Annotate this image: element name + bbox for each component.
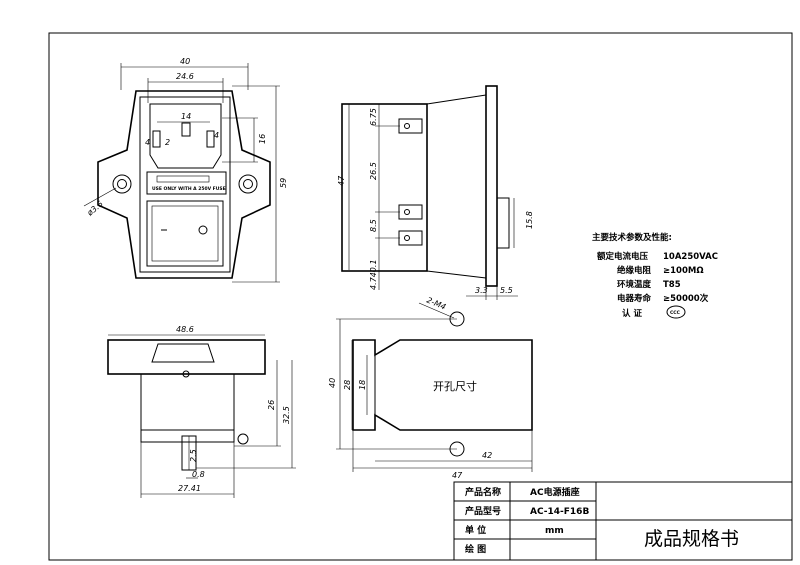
tb-value-0: AC电源插座 xyxy=(530,486,580,498)
dim-front-pin-w: 4 xyxy=(145,138,150,147)
dim-bottom-pin: 2.5 xyxy=(189,449,198,462)
dim-cutout-a: 28 xyxy=(343,380,352,390)
dim-side-mid: 26.5 xyxy=(369,162,378,180)
dim-bottom-h2: 32.5 xyxy=(282,406,291,424)
ccc-mark-icon xyxy=(666,305,686,319)
front-outline xyxy=(97,90,271,279)
spec-label-3: 电器寿命 xyxy=(617,293,652,304)
pin-right xyxy=(206,130,215,148)
mount-hole-right-inner xyxy=(243,179,253,189)
dim-bottom-pin-t: 0.8 xyxy=(192,470,205,479)
dim-cutout-w: 47 xyxy=(452,471,463,480)
dim-side-b: 5.5 xyxy=(500,286,513,295)
fuse-holder xyxy=(146,171,227,195)
dim-cutout-c: 42 xyxy=(482,451,492,460)
mount-hole-right xyxy=(238,174,258,194)
dim-front-hole: ø3.6 xyxy=(85,199,105,218)
dim-bottom-width: 48.6 xyxy=(176,325,194,334)
terminal-low xyxy=(398,230,423,246)
spec-label-0: 额定电流电压 xyxy=(597,251,649,262)
bottom-rocker xyxy=(151,343,215,363)
tb-value-1: AC-14-F16B xyxy=(530,507,589,517)
front-inner xyxy=(139,96,231,273)
tb-label-2: 单 位 xyxy=(465,524,486,536)
title-block: 产品名称 AC电源插座 产品型号 AC-14-F16B 单 位 mm 绘 图 成… xyxy=(453,481,793,561)
tb-label-0: 产品名称 xyxy=(465,486,501,498)
tb-label-3: 绘 图 xyxy=(465,543,486,555)
spec-value-3: ≥50000次 xyxy=(663,293,709,304)
pin-top xyxy=(181,122,191,137)
dim-front-inner: 24.6 xyxy=(176,72,194,81)
spec-value-1: ≥100MΩ xyxy=(663,266,704,276)
pin-left xyxy=(152,130,161,148)
dim-cutout-hole: 2-M4 xyxy=(425,296,447,312)
fuse-label: USE ONLY WITH A 250V FUSE xyxy=(152,186,226,192)
bottom-body xyxy=(140,373,235,431)
spec-value-2: T85 xyxy=(663,280,681,290)
bottom-view: 48.6 26 32.5 2.5 0.8 27.41 xyxy=(107,325,296,498)
spec-label-2: 环境温度 xyxy=(617,279,652,290)
switch-inner xyxy=(151,205,219,262)
side-flange xyxy=(485,85,498,287)
spec-list: 主要技术参数及性能: 额定电流电压 10A250VAC 绝缘电阻 ≥100MΩ … xyxy=(592,232,718,319)
dim-front-socket: 16 xyxy=(258,134,267,144)
bottom-plate xyxy=(107,339,266,375)
fuse-slot xyxy=(156,175,210,183)
tb-title: 成品规格书 xyxy=(644,528,739,550)
switch-mark-off xyxy=(198,225,208,235)
mount-hole-left-inner xyxy=(117,179,127,189)
dim-cutout-h: 40 xyxy=(328,378,337,388)
dim-side-bot: 4.740.1 xyxy=(369,259,378,290)
front-view: USE ONLY WITH A 250V FUSE 40 24.6 14 59 … xyxy=(83,57,288,283)
dim-bottom-h1: 26 xyxy=(267,400,276,410)
spec-label-4: 认 证 xyxy=(622,308,642,319)
dim-front-pins: 14 xyxy=(181,112,191,121)
socket-outline xyxy=(149,103,222,169)
spec-heading: 主要技术参数及性能: xyxy=(592,232,672,243)
dim-front-pin-h: 2 xyxy=(165,138,170,147)
dim-cutout-b: 18 xyxy=(358,380,367,390)
sheet-border xyxy=(48,32,793,561)
switch-outer xyxy=(146,200,224,267)
spec-value-0: 10A250VAC xyxy=(663,252,718,262)
dim-front-pin-w-right: 4 xyxy=(214,131,219,140)
dim-front-width: 40 xyxy=(180,57,190,66)
spec-label-1: 绝缘电阻 xyxy=(617,265,652,276)
side-view: 47 6.75 26.5 8.5 4.740.1 15.8 3.3 5.5 xyxy=(337,85,534,300)
dim-side-a: 3.3 xyxy=(475,286,488,295)
terminal-top xyxy=(398,118,423,134)
cutout-view: 开孔尺寸 2-M4 40 28 18 42 47 xyxy=(328,296,533,480)
terminal-mid xyxy=(398,204,423,220)
side-switch-body xyxy=(496,197,510,249)
dim-bottom-base: 27.41 xyxy=(178,484,201,493)
dim-side-body: 15.8 xyxy=(525,211,534,229)
bottom-base xyxy=(140,429,235,443)
cutout-label: 开孔尺寸 xyxy=(433,379,477,393)
dim-side-low: 8.5 xyxy=(369,219,378,232)
dim-side-total: 47 xyxy=(337,175,346,186)
dim-front-height: 59 xyxy=(279,178,288,188)
side-body xyxy=(341,103,428,272)
spec-value-4: CCC xyxy=(670,310,681,316)
mount-hole-left xyxy=(112,174,132,194)
dim-side-top: 6.75 xyxy=(369,108,378,126)
tb-value-2: mm xyxy=(545,526,564,536)
tb-label-1: 产品型号 xyxy=(465,505,501,517)
